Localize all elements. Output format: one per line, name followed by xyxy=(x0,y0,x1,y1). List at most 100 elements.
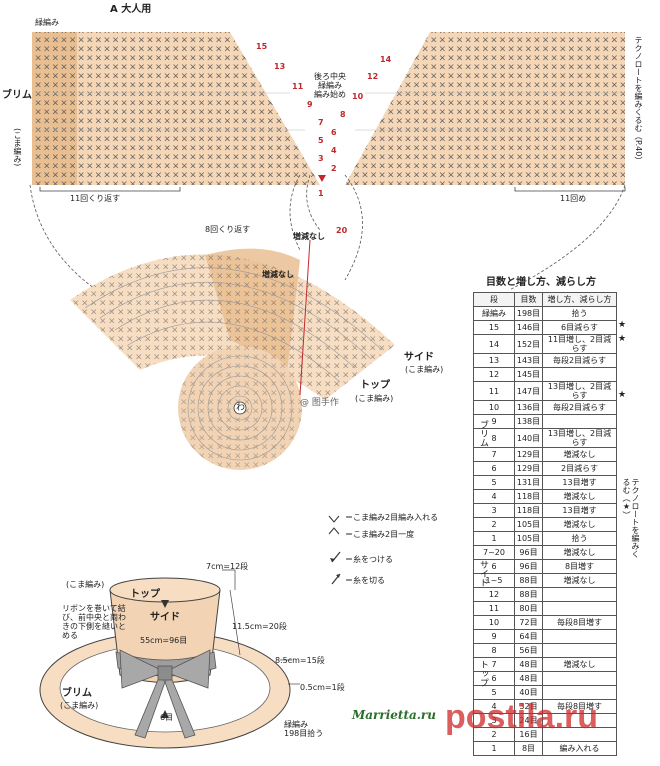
legend-inc: ＝こま編み2目編み入れる xyxy=(345,513,439,522)
dim-side: 11.5cm=20段 xyxy=(232,622,287,631)
cell-method: 増減なし xyxy=(542,489,617,504)
side-inc-none-2: 増減なし xyxy=(262,270,294,279)
brim-sub-label: (こま編み) xyxy=(13,128,22,167)
cell-method: 毎段2目減らす xyxy=(542,400,617,415)
cell-method: 拾う xyxy=(542,306,617,321)
cell-method: 拾う xyxy=(542,531,617,546)
brim-chart xyxy=(29,32,626,290)
cell-count: 198目 xyxy=(514,306,543,321)
cell-count: 138目 xyxy=(514,414,543,429)
cell-count: 152目 xyxy=(514,334,543,354)
cell-count: 64目 xyxy=(514,629,543,644)
table-header-row: 段 目数 増し方、減らし方 xyxy=(473,292,617,307)
side-label: サイド xyxy=(404,352,434,363)
brim-row-15-left: 15 xyxy=(256,42,268,51)
dim-circ: 55cm=96目 xyxy=(140,636,188,645)
cell-row: 10 xyxy=(473,615,515,630)
center-ring-label: わ xyxy=(236,403,246,413)
cell-row: 1 xyxy=(473,741,515,756)
top-label: トップ xyxy=(360,380,390,391)
brim-row-4-right: 4 xyxy=(331,146,337,155)
brim-row-14-right: 14 xyxy=(380,55,392,64)
cell-method: 2目減らす xyxy=(542,461,617,476)
cell-row: 11 xyxy=(473,381,515,401)
table-top-section-label: トップ xyxy=(478,660,488,687)
table-note: テクノロートを編みくるむ（★） xyxy=(622,478,640,558)
cell-method xyxy=(542,587,617,602)
cell-row: 8 xyxy=(473,643,515,658)
star-mark: ★ xyxy=(618,390,627,400)
cell-count: 143目 xyxy=(514,353,543,368)
cell-method: 13目増す xyxy=(542,503,617,518)
legend-cut: ＝糸を切る xyxy=(345,576,385,585)
dim-top: 7cm=12段 xyxy=(206,562,249,571)
cell-row: 9 xyxy=(473,629,515,644)
side-sub-label: (こま編み) xyxy=(405,365,444,374)
cell-count: 88目 xyxy=(514,573,543,588)
table-brim-section-label: ブリム xyxy=(478,420,488,447)
technorote-note: テクノロートを編みくるむ（P.40） xyxy=(634,36,643,165)
inc-symbol xyxy=(328,515,340,523)
cell-method: 毎段2目減らす xyxy=(542,353,617,368)
cell-count: 88目 xyxy=(514,587,543,602)
cell-method: 6目減らす xyxy=(542,320,617,335)
legend-dec: ＝こま編み2目一度 xyxy=(345,530,415,539)
cell-count: 129目 xyxy=(514,447,543,462)
brim-row-9-left: 9 xyxy=(307,100,313,109)
watermark-text: @ 图手作 xyxy=(300,398,339,408)
brim-row-10-right: 10 xyxy=(352,92,364,101)
top-sub-label: (こま編み) xyxy=(355,394,394,403)
site-watermark: Marrietta.ru xyxy=(352,708,436,722)
cell-method: 毎段8目増す xyxy=(542,615,617,630)
side-row-20: 20 xyxy=(336,226,348,235)
legend-symbols xyxy=(328,515,341,585)
ribbon-bow xyxy=(119,649,211,689)
cell-count: 105目 xyxy=(514,517,543,532)
cell-row: 10 xyxy=(473,400,515,415)
dim-brim: 8.5cm=15段 xyxy=(275,656,325,665)
cell-method xyxy=(542,671,617,686)
cell-method: 増減なし xyxy=(542,573,617,588)
hat-side-label: サイド xyxy=(150,612,180,623)
repeat-left-label: 11回くり返す xyxy=(70,194,121,203)
cell-method xyxy=(542,367,617,382)
hat-brim-sub: (こま編み) xyxy=(60,701,99,710)
cell-count: 80目 xyxy=(514,601,543,616)
edge-label: 緑編み xyxy=(35,18,59,27)
cell-count: 118目 xyxy=(514,503,543,518)
side-inc-none-1: 増減なし xyxy=(293,232,325,241)
cell-method xyxy=(542,601,617,616)
brim-row-11-left: 11 xyxy=(292,82,304,91)
cell-count: 136目 xyxy=(514,400,543,415)
cell-row: 7 xyxy=(473,447,515,462)
cell-method: 13目増す xyxy=(542,475,617,490)
cell-count: 48目 xyxy=(514,657,543,672)
cell-count: 147目 xyxy=(514,381,543,401)
cell-method xyxy=(542,643,617,658)
cell-count: 131目 xyxy=(514,475,543,490)
cell-count: 105目 xyxy=(514,531,543,546)
brim-row-2-right: 2 xyxy=(331,164,337,173)
hat-illustration xyxy=(39,569,300,749)
cell-method: 8目増す xyxy=(542,559,617,574)
